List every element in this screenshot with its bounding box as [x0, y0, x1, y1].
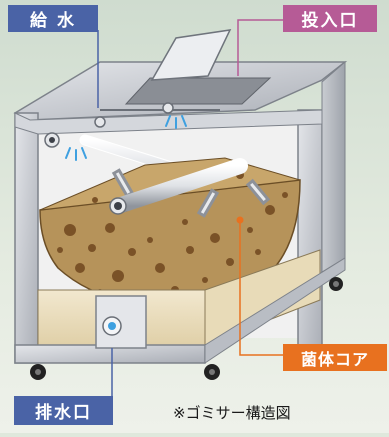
- casters: [30, 277, 343, 380]
- diagram-caption: ※ゴミサー構造図: [173, 404, 291, 422]
- inlet-leader-line: [237, 19, 284, 76]
- front-roller: [110, 158, 248, 214]
- agitator-paddles: [111, 168, 271, 218]
- core-leader-line: [239, 220, 283, 356]
- frame-right-post: [297, 109, 323, 364]
- drain-label: 排水口: [14, 396, 113, 425]
- drain-water: [108, 322, 116, 330]
- roller-hub: [114, 202, 122, 210]
- inlet-lid: [150, 29, 232, 81]
- frame-left-post: [14, 112, 39, 364]
- water-drops: [65, 115, 187, 161]
- inlet-label: 投入口: [283, 5, 377, 32]
- inlet-opening: [124, 77, 272, 105]
- bacteria-core-label: 菌体コア: [283, 344, 387, 371]
- water-nozzles: [44, 102, 174, 148]
- core-leader-dot: [236, 216, 244, 224]
- cabinet-side-panel: [321, 60, 346, 273]
- base-tray-side: [204, 249, 321, 346]
- water-supply-label: 給 水: [8, 5, 98, 32]
